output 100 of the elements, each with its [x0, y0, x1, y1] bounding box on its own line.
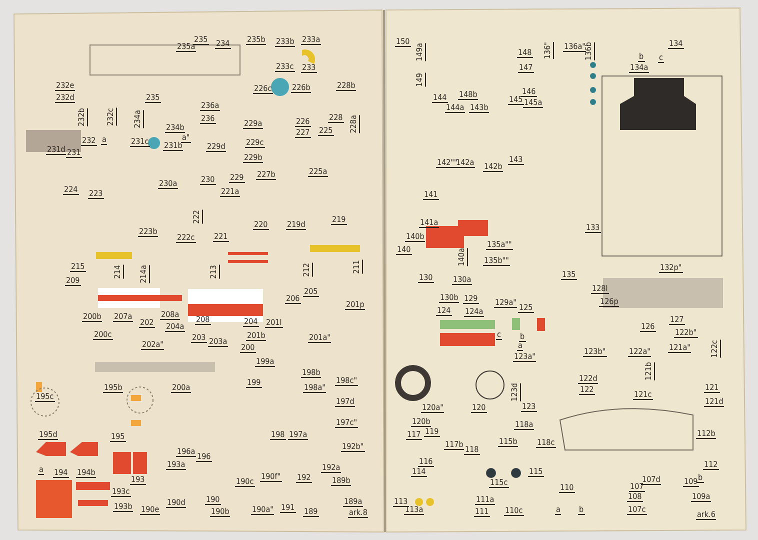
part-number: 194 [53, 468, 69, 478]
part-number: 199 [246, 378, 262, 388]
part-number: 192 [296, 473, 312, 483]
part-number: 225a [308, 167, 328, 177]
part-number: 198b [301, 368, 322, 378]
part-number: 227b [256, 170, 276, 180]
part-number: 193c [111, 487, 131, 497]
part-number: 108 [627, 492, 643, 502]
part-number: 142b [483, 162, 504, 172]
part-number: 129a" [494, 298, 518, 308]
part-number: 235 [145, 93, 161, 103]
part-number: 231b [163, 141, 184, 151]
part-number: 135b"" [483, 256, 510, 266]
part-number: 226b [291, 83, 312, 93]
part-number: 190e [140, 505, 160, 515]
part-number: 225 [318, 126, 334, 136]
part-number: 230a [158, 179, 178, 189]
part-number: 227 [295, 128, 311, 138]
part-number: 124a [464, 307, 484, 317]
part-number: b [519, 332, 526, 342]
part-number: 223b [138, 227, 158, 237]
part-number: 223 [88, 189, 104, 199]
part-number: 109 [683, 477, 699, 487]
part-number: 148b [458, 90, 478, 100]
part-number: 120b [411, 417, 432, 427]
part-number: 233 [301, 63, 317, 73]
part-number: 193b [113, 502, 134, 512]
part-number: 122a" [628, 347, 652, 357]
part-number: 141 [423, 190, 439, 200]
part-number: 141a [419, 218, 440, 228]
part-number: 121c [633, 390, 653, 400]
part-number: 229 [229, 173, 245, 183]
part-number: 121a" [668, 343, 692, 353]
part-number: 148 [517, 48, 533, 58]
part-number: 200a [171, 383, 192, 393]
part-number: 224 [63, 185, 79, 195]
part-number: 222 [191, 210, 203, 224]
part-number: 229d [206, 142, 226, 152]
part-number: c [496, 330, 502, 340]
part-number: b [638, 52, 645, 62]
part-number: 123 [521, 402, 537, 412]
part-number: 208a [160, 310, 180, 320]
part-number: 236a [200, 101, 220, 111]
part-number: a" [181, 133, 191, 143]
part-number: 201p [345, 300, 366, 310]
part-number: 195 [110, 432, 126, 442]
part-number: 199a [255, 357, 276, 367]
part-number: 116 [418, 457, 434, 467]
part-number: 189b [331, 476, 352, 486]
part-number: 122b" [674, 328, 698, 338]
part-number: 112b [696, 429, 716, 439]
part-number: c [658, 53, 664, 63]
part-number: 229a [243, 119, 264, 129]
part-number: 107 [629, 482, 645, 492]
part-number: 123d [509, 383, 521, 402]
part-number: 233c [275, 62, 295, 72]
part-number: 113 [393, 497, 409, 507]
part-number: 232b [76, 108, 88, 126]
part-number: 149a [414, 43, 426, 62]
part-number: 197c" [335, 418, 358, 428]
part-number: 232c [105, 108, 117, 126]
part-number: 125 [518, 303, 534, 313]
part-number: 143b [469, 103, 490, 113]
part-number: 136" [542, 42, 554, 60]
part-number: 110 [559, 483, 575, 493]
part-number: 129 [463, 294, 479, 304]
part-number: 222c [176, 233, 196, 243]
part-number: 201b [246, 331, 266, 341]
part-number: 189 [303, 507, 319, 517]
part-number: 202 [139, 318, 155, 328]
part-number: 150 [395, 37, 411, 47]
part-number: 214a [138, 265, 150, 284]
part-number: 132p" [659, 263, 683, 273]
part-number: 197a [288, 430, 308, 440]
part-number: 115 [528, 467, 544, 477]
part-number: 200 [240, 343, 256, 353]
part-number: 130a [452, 275, 472, 285]
part-number: 144a [445, 103, 466, 113]
part-number: 114 [411, 467, 427, 477]
part-number: 228a [348, 115, 360, 134]
part-number: 128l [591, 284, 609, 294]
part-number: a [517, 341, 524, 351]
part-number: 107c [627, 505, 647, 515]
part-number: 145 [508, 95, 524, 105]
part-number: 212 [301, 263, 313, 277]
part-number: 215 [70, 262, 86, 272]
part-number: 126p [599, 297, 620, 307]
part-number: 123b" [583, 347, 607, 357]
part-number: 109a [691, 492, 712, 502]
part-number: 143 [508, 155, 524, 165]
part-number: 213 [208, 265, 220, 279]
part-number: 208 [195, 315, 211, 325]
part-number: 122c [709, 340, 721, 358]
part-number: 190 [205, 495, 221, 505]
part-number: 142"" [436, 158, 458, 168]
part-number: 190f" [260, 472, 282, 482]
part-number: 120 [471, 403, 487, 413]
part-number: 202a" [141, 340, 164, 350]
part-number: 145a [523, 98, 544, 108]
part-number: 149 [414, 73, 426, 87]
